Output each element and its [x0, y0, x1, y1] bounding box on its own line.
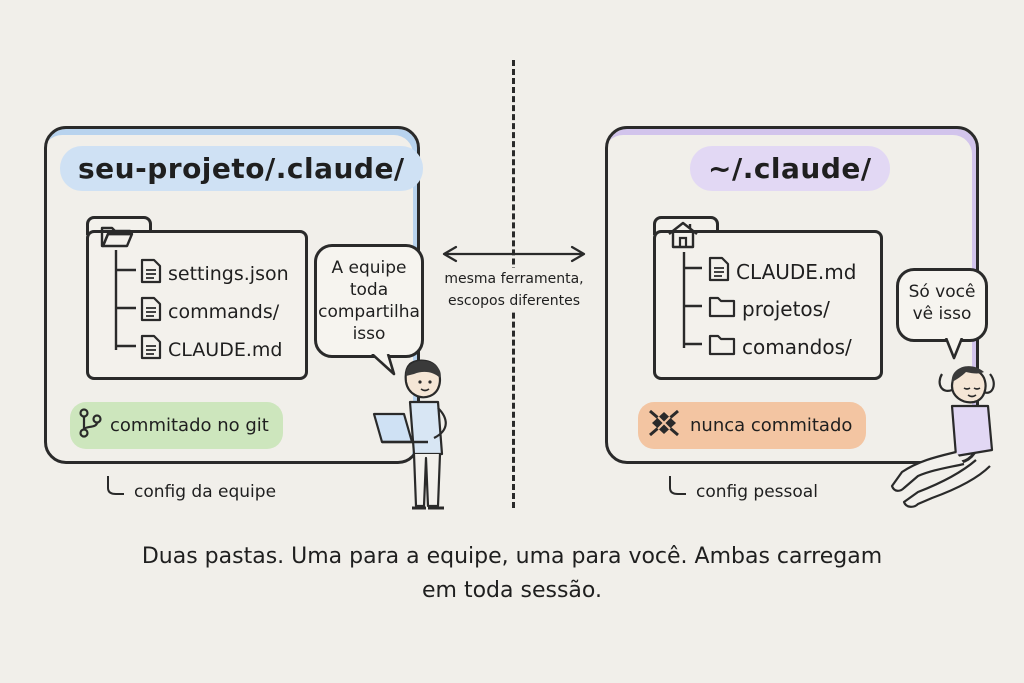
- bubble-line: Só você: [908, 282, 976, 302]
- badge-label: commitado no git: [110, 415, 269, 436]
- folder-open-icon: [100, 224, 134, 252]
- bubble-tail: [371, 354, 396, 376]
- no-commit-icon: [646, 408, 682, 443]
- file-icon: [140, 258, 168, 289]
- scope-comparison-label: mesma ferramenta, escopos diferentes: [436, 268, 592, 312]
- file-name: settings.json: [168, 262, 289, 285]
- bubble-tail: [944, 338, 964, 360]
- summary-text: Duas pastas. Uma para a equipe, uma para…: [0, 540, 1024, 608]
- folder-item[interactable]: comandos/: [708, 332, 852, 361]
- file-name: commands/: [168, 300, 280, 323]
- comparison-line: mesma ferramenta,: [444, 271, 584, 287]
- folder-name: comandos/: [742, 334, 852, 359]
- bubble-line: compartilha: [318, 302, 420, 322]
- folder-icon: [708, 332, 742, 361]
- file-name: CLAUDE.md: [736, 259, 857, 284]
- person-with-laptop-illustration: [372, 359, 447, 510]
- tree-lines: [114, 250, 136, 350]
- comparison-line: escopos diferentes: [447, 293, 580, 309]
- bubble-line: A equipe: [331, 258, 407, 278]
- file-icon: [140, 296, 168, 327]
- file-icon: [140, 334, 168, 365]
- team-folder-box: [86, 230, 308, 380]
- personal-config-caption: config pessoal: [696, 482, 818, 502]
- house-icon: [666, 220, 700, 254]
- personal-folder-title: ~/.claude/: [690, 146, 890, 191]
- double-arrow: [442, 245, 586, 263]
- team-speech-bubble: A equipe toda compartilha isso: [314, 244, 424, 358]
- file-name: CLAUDE.md: [168, 338, 283, 361]
- bubble-line: vê isso: [912, 304, 972, 324]
- bubble-line: toda: [349, 280, 389, 300]
- personal-speech-bubble: Só você vê isso: [896, 268, 988, 342]
- team-folder-title: seu-projeto/.claude/: [60, 146, 423, 191]
- caption-hook: [107, 476, 124, 495]
- file-item[interactable]: settings.json: [140, 258, 289, 289]
- folder-name: projetos/: [742, 296, 830, 321]
- never-committed-badge: nunca commitado: [638, 402, 867, 449]
- bubble-line: isso: [352, 324, 386, 344]
- summary-line: em toda sessão.: [422, 578, 602, 603]
- file-item[interactable]: CLAUDE.md: [140, 334, 282, 365]
- git-status-badge: commitado no git: [70, 402, 283, 449]
- team-config-caption: config da equipe: [134, 482, 277, 502]
- folder-icon: [708, 294, 742, 323]
- badge-label: nunca commitado: [690, 415, 853, 436]
- file-icon: [708, 256, 736, 287]
- caption-hook: [669, 476, 686, 495]
- relaxing-person-illustration: [890, 366, 995, 508]
- file-item[interactable]: CLAUDE.md: [708, 256, 856, 287]
- tree-lines: [682, 252, 702, 348]
- git-branch-icon: [78, 408, 102, 443]
- file-item[interactable]: commands/: [140, 296, 279, 327]
- folder-item[interactable]: projetos/: [708, 294, 830, 323]
- summary-line: Duas pastas. Uma para a equipe, uma para…: [141, 544, 883, 569]
